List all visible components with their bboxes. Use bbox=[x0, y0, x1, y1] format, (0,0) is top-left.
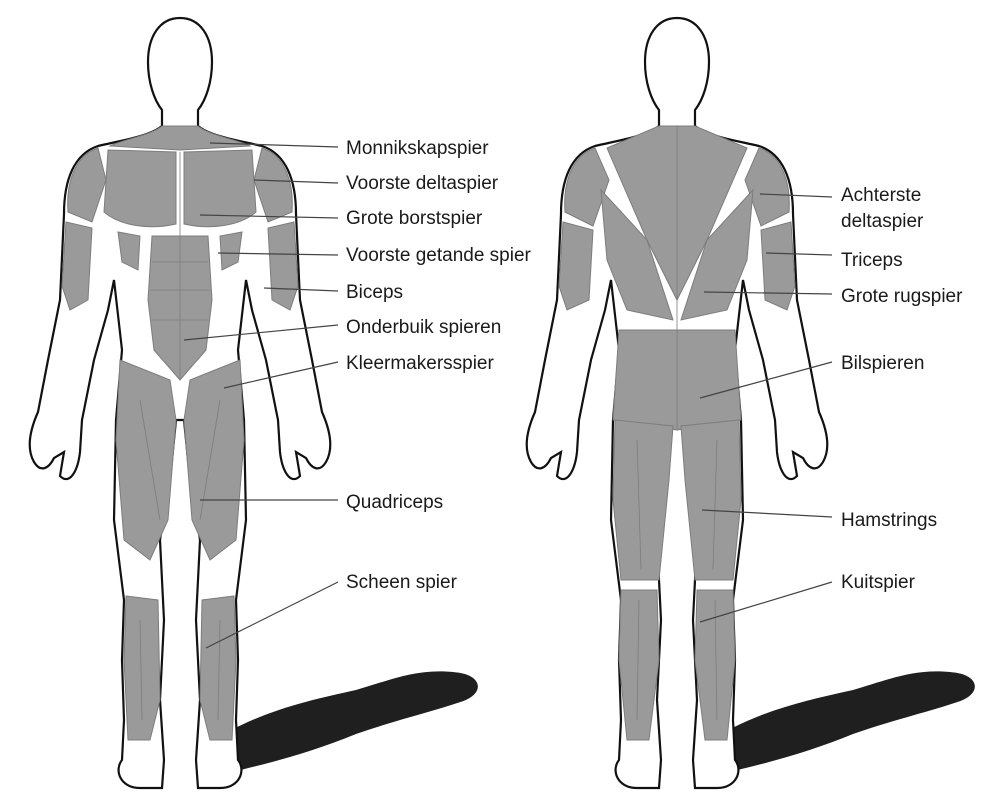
back-hamstrings-left bbox=[613, 420, 673, 580]
label-onderbuik-spieren: Onderbuik spieren bbox=[346, 317, 501, 339]
front-quad-right bbox=[184, 360, 244, 560]
label-bilspieren: Bilspieren bbox=[841, 353, 924, 375]
back-hamstrings-right bbox=[681, 420, 741, 580]
label-monnikskapspier: Monnikskapspier bbox=[346, 138, 489, 160]
front-pectoral-left bbox=[104, 150, 176, 227]
label-kleermakersspier: Kleermakersspier bbox=[346, 353, 494, 375]
front-shadow bbox=[203, 671, 478, 771]
label-voorste-getande-spier: Voorste getande spier bbox=[346, 245, 531, 267]
back-shadow bbox=[700, 671, 975, 771]
back-figure bbox=[527, 18, 975, 788]
label-quadriceps: Quadriceps bbox=[346, 492, 443, 514]
front-figure bbox=[30, 18, 478, 788]
front-quad-left bbox=[116, 360, 176, 560]
label-triceps: Triceps bbox=[841, 250, 903, 272]
label-kuitspier: Kuitspier bbox=[841, 572, 915, 594]
label-biceps: Biceps bbox=[346, 282, 403, 304]
label-grote-borstspier: Grote borstspier bbox=[346, 208, 482, 230]
label-voorste-deltaspier: Voorste deltaspier bbox=[346, 173, 498, 195]
back-triceps-right bbox=[761, 222, 795, 310]
label-achterste-deltaspier: Achterste deltaspier bbox=[841, 183, 991, 235]
label-scheen-spier: Scheen spier bbox=[346, 572, 457, 594]
front-biceps-right bbox=[268, 222, 298, 310]
front-biceps-left bbox=[62, 222, 92, 310]
back-triceps-left bbox=[559, 222, 593, 310]
label-hamstrings: Hamstrings bbox=[841, 510, 937, 532]
label-grote-rugspier: Grote rugspier bbox=[841, 284, 991, 310]
